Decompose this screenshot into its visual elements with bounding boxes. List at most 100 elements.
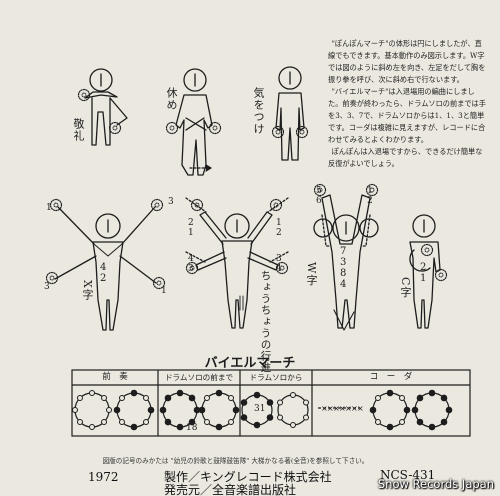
beat-dot [130, 423, 138, 431]
description-p3: ぽんぽんは入退場ですから、できるだけ簡単な反復がよいでしょう。 [328, 147, 483, 168]
label-attention: 気をつけ [252, 87, 265, 135]
section-intro: 前 奏 [102, 372, 128, 382]
beat-dot [290, 392, 296, 398]
beat-number: 1 [161, 286, 167, 296]
section-drum-solo: ドラムソロから [249, 373, 303, 382]
beat-dot [72, 407, 78, 413]
beat-number: 3 [168, 197, 174, 207]
measure-marker: 18 [186, 423, 198, 433]
beat-dot [416, 394, 424, 402]
figure-w [313, 183, 379, 331]
beat-dot [374, 419, 381, 426]
beat-dot [445, 406, 453, 414]
pompom-icon [150, 198, 164, 212]
beat-dot [176, 423, 184, 431]
description-text: "ぽんぽんマーチ"の体形は円にしましたが、直線でもできます。基本動作のみ図示しま… [328, 38, 488, 170]
beat-dot [188, 394, 196, 402]
figure-salute [77, 68, 128, 146]
beat-number: 3 [44, 282, 50, 292]
beat-dot [228, 394, 235, 401]
pompom-icon [434, 268, 448, 282]
beat-dot [240, 414, 248, 421]
beat-dot [428, 389, 436, 397]
beat-dot [106, 407, 112, 413]
beat-dot [290, 422, 296, 428]
beat-dot [76, 394, 83, 401]
beat-dot [399, 419, 406, 426]
beat-dot [266, 414, 274, 421]
distributor: 発売元／全音楽譜出版社 [164, 483, 297, 496]
beat-dot [411, 406, 419, 414]
beat-dot [240, 399, 248, 406]
beat-number: 1 [46, 203, 52, 213]
beat-x-mark: × [333, 404, 340, 413]
score-markers: ××××××× [72, 389, 453, 431]
figure-c [409, 214, 448, 329]
figure-rest [165, 68, 222, 176]
description-p1: "ぽんぽんマーチ"の体形は円にしましたが、直線でもできます。基本動作のみ図示しま… [328, 39, 486, 84]
beat-dot [302, 414, 309, 421]
section-before-drum: ドラムソロの前まで [164, 373, 234, 382]
beat-dot [89, 424, 95, 430]
beat-dot [147, 406, 155, 414]
beat-dot [386, 389, 394, 397]
label-salute: 敬礼 [72, 118, 85, 142]
beat-dot [203, 394, 210, 401]
beat-x-mark: × [345, 404, 352, 413]
beat-x-mark: × [351, 404, 358, 413]
beat-dot [232, 406, 240, 414]
beat-dot [215, 389, 223, 397]
label-c: C字 [399, 277, 412, 299]
description-p2: "バイエルマーチ"は入退場用の編曲にしました。前奏が終わったら、ドラムソロの前ま… [328, 87, 486, 144]
beat-dot [369, 406, 377, 414]
beat-dot [399, 394, 406, 401]
label-butterfly: ちょうちょうの行進 [259, 270, 272, 374]
beat-dot [253, 421, 261, 429]
figure-x [45, 198, 166, 331]
beat-x-mark: × [357, 404, 364, 413]
figure-butterfly [185, 197, 289, 329]
watermark: Snow Records Japan [377, 477, 494, 491]
beat-dot [198, 406, 206, 414]
beat-dot [130, 389, 138, 397]
pompom-icon [108, 121, 122, 135]
measure-marker: 31 [254, 404, 266, 414]
beat-dot [266, 399, 274, 406]
producer: 製作／キングレコード株式会社 [164, 470, 332, 484]
beat-dot [277, 414, 284, 421]
catalog-number: NCS-431 [380, 468, 436, 482]
beat-dot [277, 399, 284, 406]
release-year: 1972 [88, 470, 119, 484]
pompom-icon [420, 243, 434, 257]
beat-x-mark: × [327, 404, 334, 413]
beat-dot [386, 423, 394, 431]
beat-dot [159, 406, 167, 414]
pompom-icon [49, 198, 63, 212]
section-coda: コ ー ダ [369, 372, 413, 382]
beat-dot [203, 419, 210, 426]
beat-dot [215, 423, 223, 431]
beat-dot [118, 394, 125, 401]
beat-dot [118, 419, 125, 426]
beat-dot [440, 394, 448, 402]
beat-dot [428, 423, 436, 431]
pompom-icon [77, 88, 91, 102]
beat-dot [101, 419, 108, 426]
beat-dot [164, 418, 172, 426]
beat-dot [101, 394, 108, 401]
beat-x-mark: × [321, 404, 328, 413]
beat-dot [113, 406, 121, 414]
pompom-icon [165, 121, 179, 135]
score-title: バイエルマーチ [204, 356, 296, 371]
beat-dot [76, 419, 83, 426]
beat-dot [374, 394, 381, 401]
